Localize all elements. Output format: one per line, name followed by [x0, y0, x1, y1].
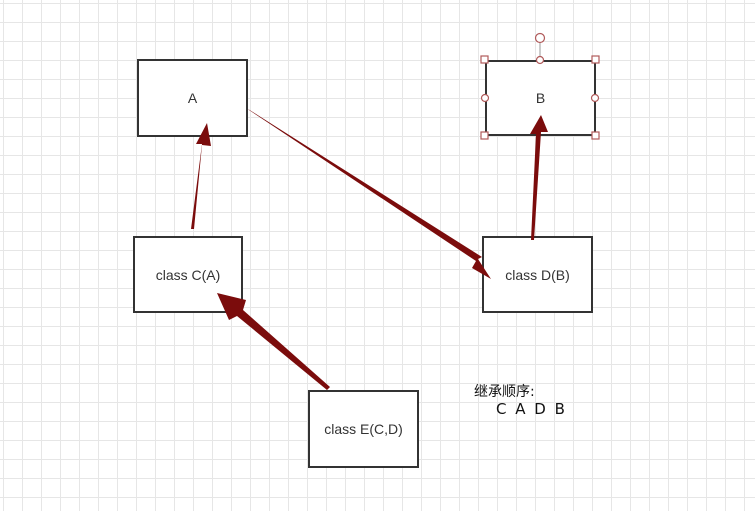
class-d-box[interactable]: class D(B) [482, 236, 593, 313]
mro-note-title: 继承顺序: [474, 384, 535, 400]
class-c-label: class C(A) [155, 266, 221, 283]
arrow-a-to-d[interactable] [248, 109, 491, 279]
class-b-label: B [535, 90, 546, 106]
arrow-c-to-a[interactable] [191, 123, 211, 229]
class-a-box[interactable]: A [137, 59, 248, 137]
class-b-box[interactable]: B [485, 60, 596, 136]
mro-note-order: C A D B [496, 400, 566, 418]
class-d-label: class D(B) [505, 266, 570, 283]
rotate-handle [534, 32, 546, 44]
class-e-box[interactable]: class E(C,D) [308, 390, 419, 468]
class-a-label: A [187, 90, 198, 106]
class-e-label: class E(C,D) [324, 421, 403, 437]
class-c-box[interactable]: class C(A) [133, 236, 243, 313]
